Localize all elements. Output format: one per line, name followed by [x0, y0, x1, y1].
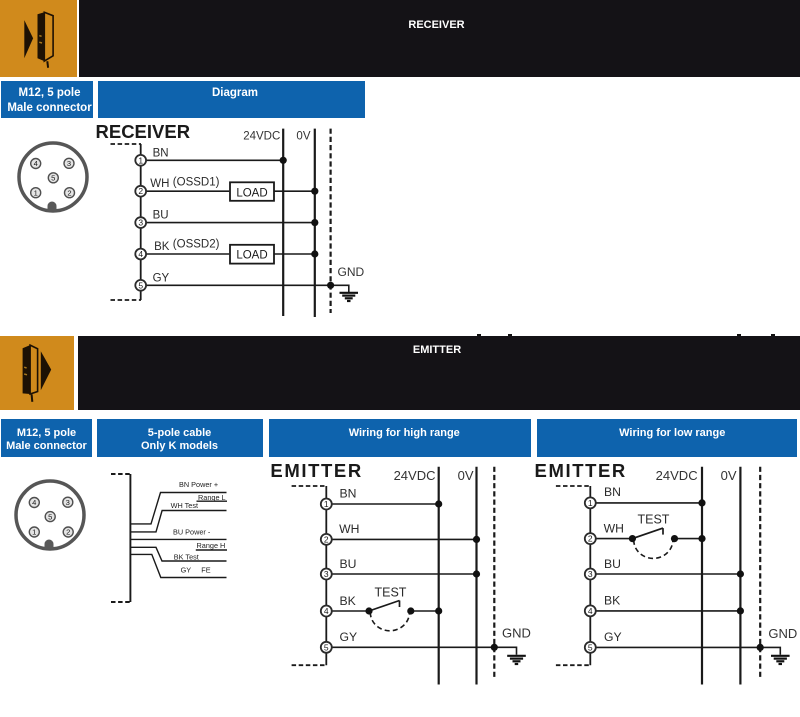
- svg-text:24VDC: 24VDC: [656, 468, 698, 483]
- svg-text:0V: 0V: [296, 130, 310, 142]
- svg-text:4: 4: [588, 606, 593, 616]
- svg-text:LOAD: LOAD: [236, 249, 267, 261]
- svg-text:5: 5: [51, 174, 55, 183]
- svg-text:BN: BN: [604, 485, 621, 499]
- svg-text:2: 2: [66, 528, 70, 537]
- svg-text:2: 2: [588, 534, 593, 544]
- svg-text:BK: BK: [340, 594, 356, 608]
- svg-text:GND: GND: [502, 626, 531, 641]
- svg-text:5: 5: [588, 643, 593, 653]
- svg-text:GY: GY: [340, 630, 358, 644]
- svg-text:5: 5: [138, 280, 143, 290]
- svg-text:GY: GY: [604, 630, 622, 644]
- svg-text:BU: BU: [340, 557, 357, 571]
- svg-text:WH: WH: [339, 522, 359, 536]
- svg-text:BN: BN: [153, 147, 169, 159]
- svg-text:3: 3: [324, 569, 329, 579]
- svg-text:BU: BU: [604, 557, 621, 571]
- svg-text:WH Test: WH Test: [171, 501, 198, 510]
- svg-text:(OSSD1): (OSSD1): [173, 176, 220, 188]
- svg-text:GY FE: GY FE: [181, 566, 211, 575]
- svg-text:TEST: TEST: [638, 513, 670, 527]
- svg-text:RECEIVER: RECEIVER: [96, 121, 191, 142]
- svg-text:1: 1: [324, 499, 329, 509]
- svg-text:BK: BK: [154, 241, 170, 253]
- svg-text:EMITTER: EMITTER: [535, 460, 627, 481]
- svg-text:5: 5: [48, 512, 52, 521]
- svg-text:24VDC: 24VDC: [243, 130, 280, 142]
- svg-text:TEST: TEST: [375, 586, 407, 600]
- svg-text:1: 1: [34, 188, 38, 197]
- svg-text:WH: WH: [604, 521, 624, 535]
- svg-text:5: 5: [324, 642, 329, 652]
- svg-text:BU: BU: [153, 210, 169, 222]
- svg-text:(OSSD2): (OSSD2): [173, 239, 220, 251]
- svg-text:4: 4: [324, 606, 329, 616]
- svg-text:0V: 0V: [721, 468, 737, 483]
- svg-text:BK: BK: [604, 594, 620, 608]
- svg-text:EMITTER: EMITTER: [270, 460, 362, 481]
- svg-text:GND: GND: [338, 265, 365, 279]
- svg-text:4: 4: [32, 498, 36, 507]
- svg-text:2: 2: [324, 535, 329, 545]
- svg-text:3: 3: [66, 498, 70, 507]
- svg-text:Range H: Range H: [197, 541, 226, 550]
- svg-text:BN: BN: [340, 486, 357, 500]
- svg-text:BK Test: BK Test: [174, 553, 199, 562]
- svg-text:4: 4: [138, 249, 143, 259]
- svg-text:BU Power -: BU Power -: [173, 528, 211, 537]
- svg-text:0V: 0V: [458, 468, 474, 483]
- svg-text:2: 2: [138, 186, 143, 196]
- svg-text:2: 2: [67, 188, 71, 197]
- svg-text:1: 1: [32, 528, 36, 537]
- svg-text:24VDC: 24VDC: [394, 468, 436, 483]
- svg-text:3: 3: [138, 218, 143, 228]
- svg-text:GND: GND: [768, 626, 797, 641]
- svg-text:3: 3: [67, 159, 71, 168]
- svg-text:1: 1: [138, 155, 143, 165]
- svg-text:4: 4: [34, 159, 38, 168]
- svg-text:WH: WH: [150, 178, 169, 190]
- svg-text:3: 3: [588, 569, 593, 579]
- svg-text:BN Power +: BN Power +: [179, 480, 218, 489]
- svg-text:GY: GY: [153, 272, 170, 284]
- svg-text:LOAD: LOAD: [236, 187, 267, 199]
- svg-text:1: 1: [588, 498, 593, 508]
- svg-text:Range L: Range L: [198, 493, 226, 502]
